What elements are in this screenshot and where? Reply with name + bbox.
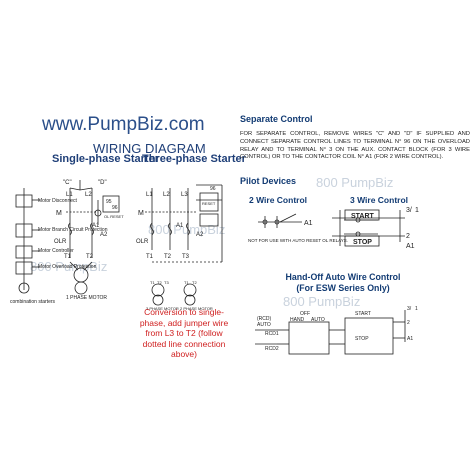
hoa-stop: STOP	[355, 336, 369, 342]
site-url[interactable]: www.PumpBiz.com	[42, 114, 205, 135]
tp-terminal-a2: A2	[196, 232, 204, 238]
three-wire-start: START	[351, 213, 375, 220]
separate-control-title: Separate Control	[240, 114, 313, 124]
tp-motor-label-3: 3 PHASE MOTOR	[146, 306, 179, 311]
hoa-rcd: (RCD)	[257, 316, 271, 322]
sp-terminal-m: M	[56, 210, 62, 217]
hoa-off: OFF	[300, 311, 310, 317]
sp-terminal-a1: A1	[92, 223, 100, 229]
watermark: 800 PumpBiz	[316, 175, 394, 190]
tp-reset: RESET	[202, 201, 216, 206]
hoa-title-line2: (For ESW Series Only)	[296, 283, 390, 293]
hoa-start: START	[355, 311, 371, 317]
hoa-term-1: 1	[415, 306, 418, 312]
pilot-devices-title: Pilot Devices	[240, 176, 297, 186]
tp-motor-t2: T2	[157, 280, 162, 285]
three-wire-term-1: 1	[415, 207, 419, 214]
hoa-term-3: 3/	[407, 306, 412, 312]
sp-terminal-a2: A2	[100, 232, 108, 238]
three-wire-stop: STOP	[353, 239, 372, 246]
tp-terminal-l1: L1	[146, 192, 153, 198]
separate-control-text: FOR SEPARATE CONTROL, REMOVE WIRES "C" A…	[240, 131, 470, 161]
three-phase-diagram	[145, 184, 223, 306]
three-wire-term-2: 2	[406, 233, 410, 240]
two-wire-a1: A1	[304, 220, 313, 227]
watermark: 800 PumpBiz	[283, 294, 361, 309]
three-wire-title: 3 Wire Control	[350, 195, 409, 205]
combination-starters-label: combination starters	[10, 299, 56, 305]
sp-motor-label: 1 PHASE MOTOR	[66, 295, 107, 301]
hoa-auto: AUTO	[311, 317, 325, 323]
diagram-title: WIRING DIAGRAM	[93, 141, 206, 156]
sp-contact-c: "C"	[63, 180, 72, 186]
comb-label-branch: Motor Branch Circuit Protection	[38, 227, 108, 233]
tp-motor-t1b: T1	[184, 280, 189, 285]
three-wire-term-a1: A1	[406, 243, 415, 250]
hoa-title: Hand-Off Auto Wire Control (For ESW Seri…	[268, 272, 418, 294]
sp-terminal-95: 95	[106, 199, 112, 205]
single-phase-heading: Single-phase Starter	[52, 153, 159, 165]
two-wire-note: NOT FOR USE WITH AUTO RESET OL RELAYS.	[248, 238, 349, 243]
tp-terminal-96: 96	[210, 186, 216, 192]
comb-label-disconnect: Motor Disconnect	[38, 198, 78, 204]
hoa-rcd2: RCD2	[265, 346, 279, 352]
single-phase-diagram	[66, 180, 120, 295]
hoa-diagram: (RCD) AUTO RCD1 RCD2 OFF HAND AUTO START…	[255, 306, 418, 355]
sp-terminal-olr: OLR	[54, 239, 67, 245]
tp-terminal-olr: OLR	[136, 239, 149, 245]
three-wire-term-3: 3/	[406, 207, 412, 214]
sp-terminal-96: 96	[112, 205, 118, 211]
sp-terminal-t2: T2	[86, 254, 94, 260]
comb-label-controller: Motor Controller	[38, 248, 74, 254]
tp-motor-t1: T1	[150, 280, 155, 285]
hoa-term-2: 2	[407, 320, 410, 326]
sp-terminal-l2: L2	[85, 192, 92, 198]
tp-motor-t3: T3	[164, 280, 169, 285]
comb-label-overload: Motor Overload Protection	[38, 264, 97, 270]
tp-terminal-t2: T2	[164, 254, 172, 260]
two-wire-title: 2 Wire Control	[249, 195, 308, 205]
tp-terminal-l3: L3	[181, 192, 188, 198]
tp-terminal-l2: L2	[163, 192, 170, 198]
conversion-note: Conversion to single-phase, add jumper w…	[139, 307, 229, 359]
hoa-rcd1: RCD1	[265, 331, 279, 337]
combination-starter-diagram	[15, 188, 40, 294]
sp-terminal-t1: T1	[64, 254, 72, 260]
hoa-hand: HAND	[290, 317, 305, 323]
three-phase-heading: Three-phase Starter	[142, 153, 246, 165]
hoa-title-line1: Hand-Off Auto Wire Control	[285, 272, 401, 282]
pilot-devices-diagram: A1 START STOP 3/ 1 2 A1	[258, 207, 419, 250]
tp-terminal-a1: A1	[176, 223, 184, 229]
starter-schematics: Motor Disconnect Motor Branch Circuit Pr…	[10, 180, 223, 311]
sp-contact-d: "D"	[98, 180, 107, 186]
hoa-auto-left: AUTO	[257, 322, 271, 328]
tp-terminal-m: M	[138, 210, 144, 217]
tp-terminal-t3: T3	[182, 254, 190, 260]
sp-reset: OL RESET	[104, 214, 124, 219]
watermark: 800 PumpBiz	[30, 259, 108, 274]
tp-motor-t2b: T2	[192, 280, 197, 285]
sp-terminal-l1: L1	[66, 192, 73, 198]
hoa-term-a1: A1	[407, 336, 413, 342]
tp-motor-label-2: 2 PHASE MOTOR	[180, 306, 213, 311]
tp-terminal-t1: T1	[146, 254, 154, 260]
